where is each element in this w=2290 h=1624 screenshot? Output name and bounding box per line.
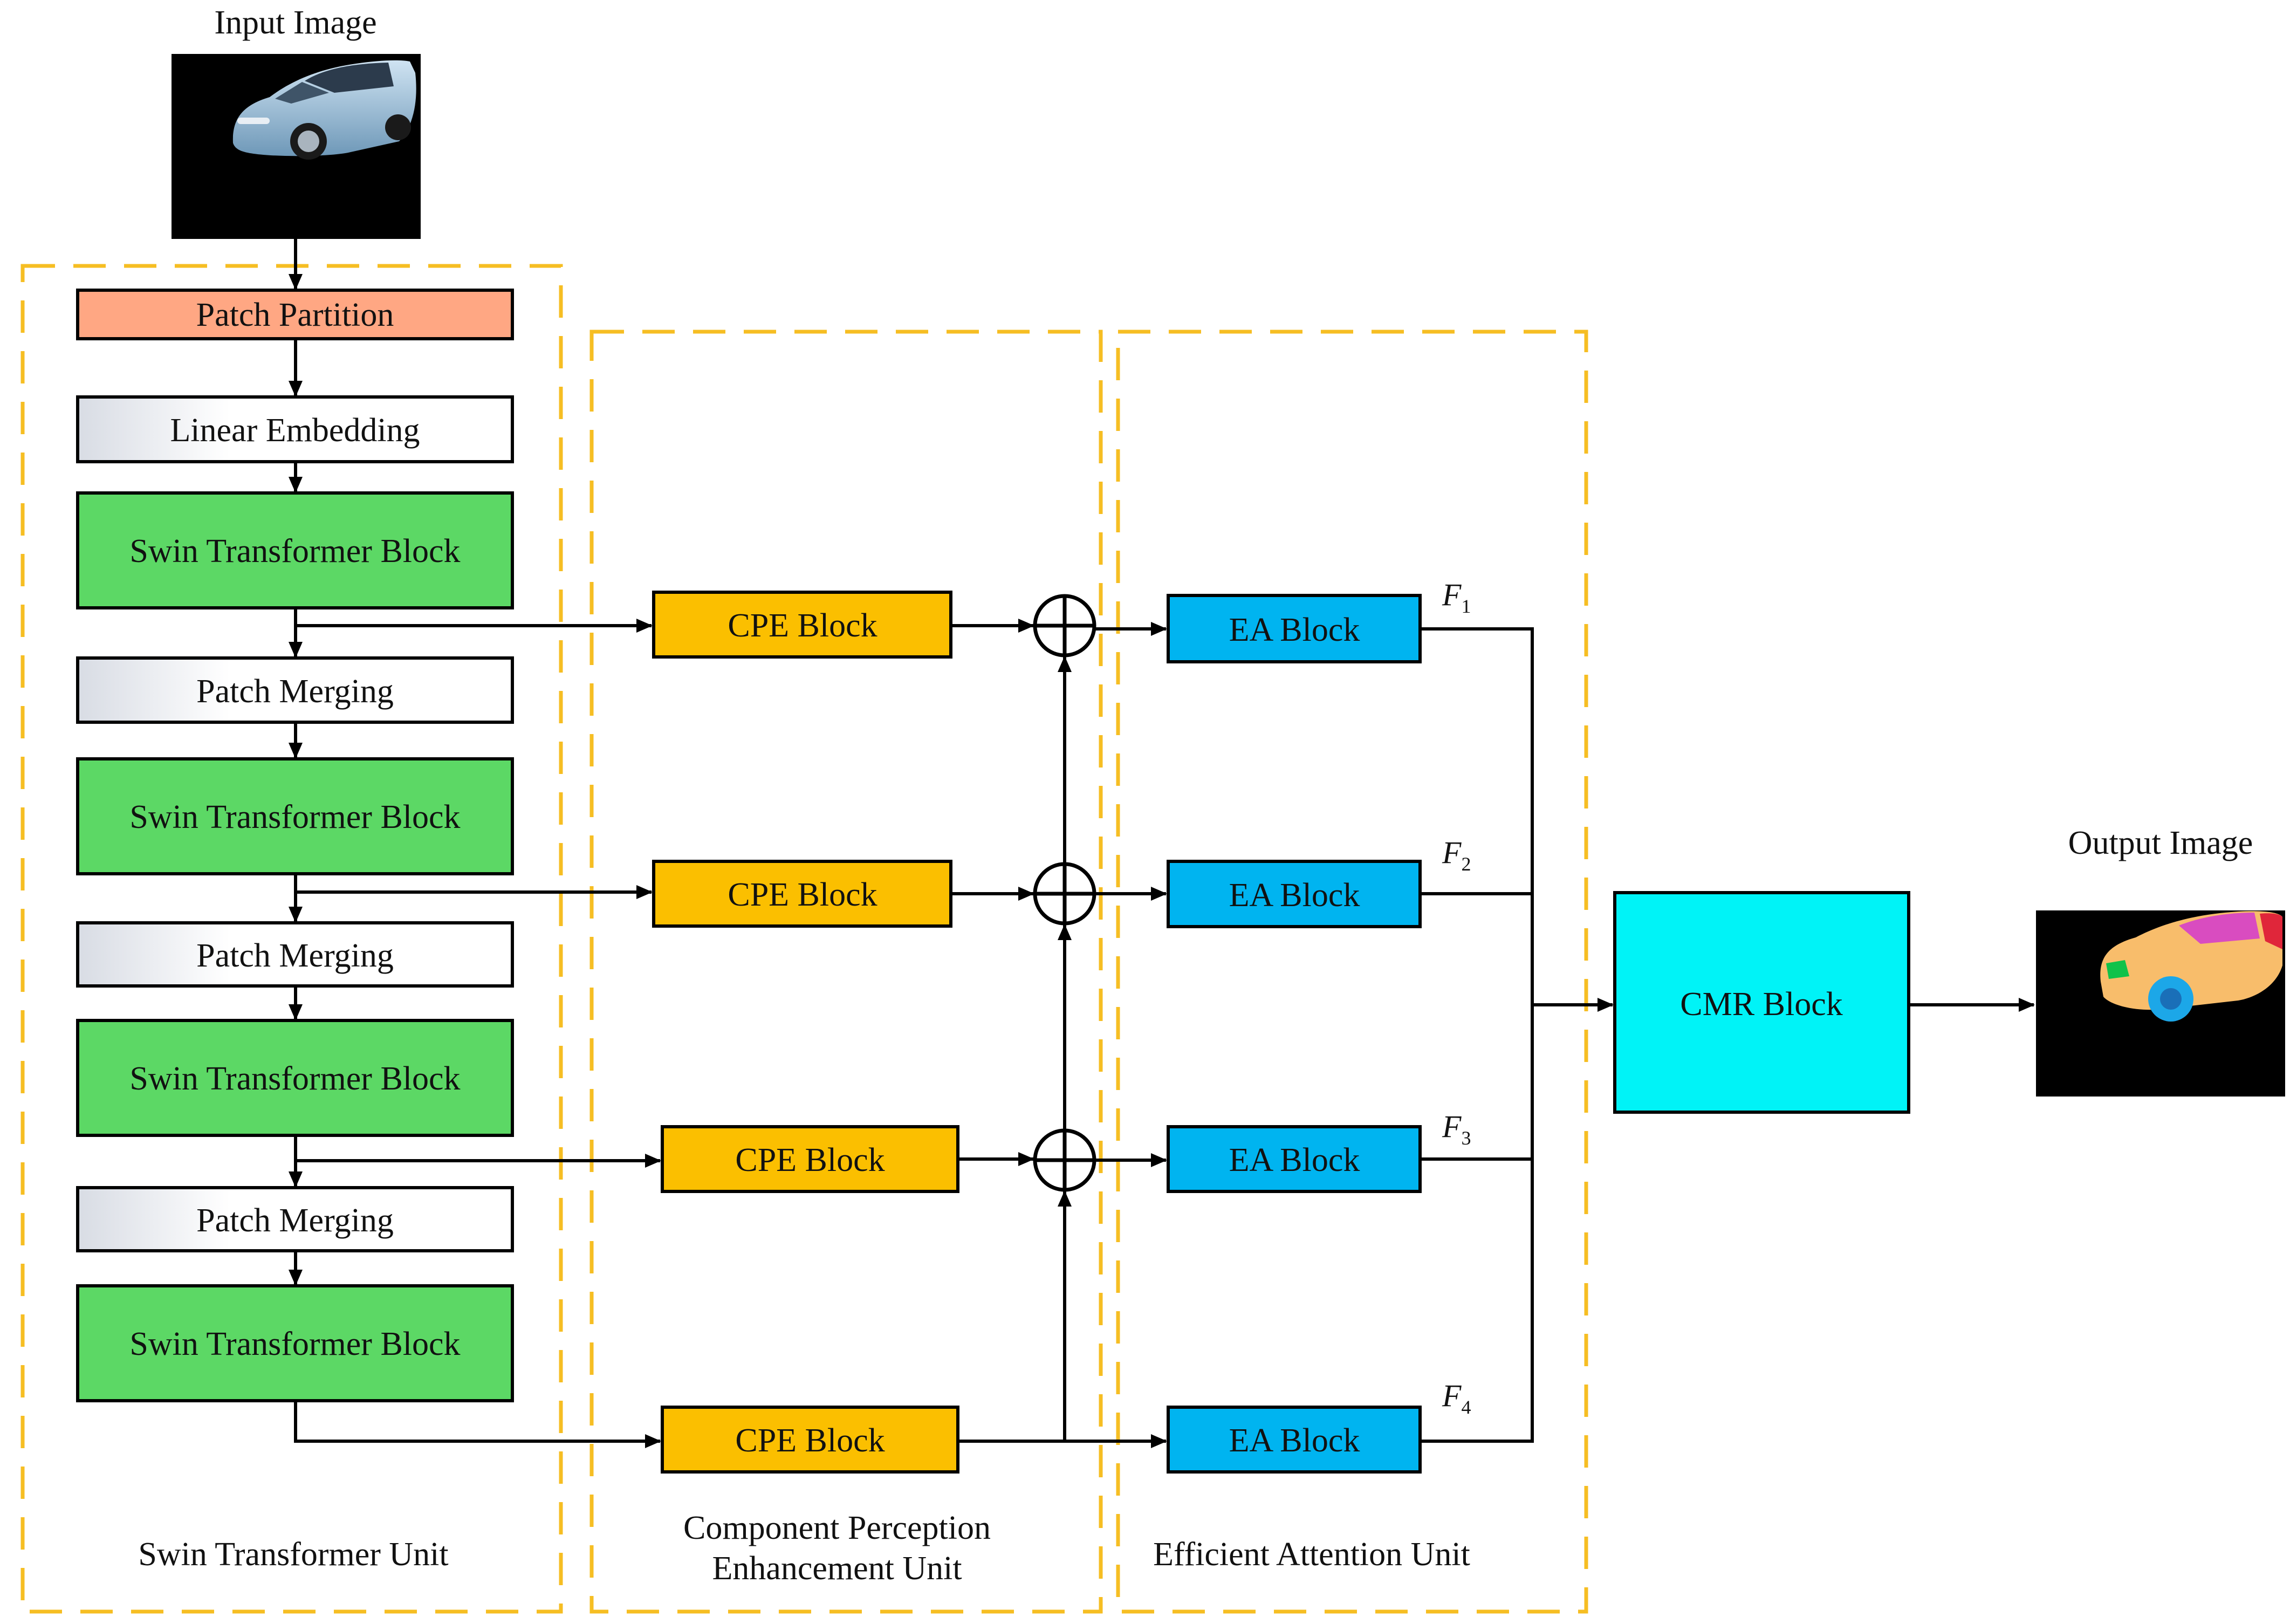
feature-letter: F [1442,577,1462,612]
output-image [2036,910,2285,1097]
ea-to-cmr-connector [1420,627,1614,1443]
patch-merging-1 [76,656,514,724]
cpe-unit-caption-line1: Component Perception [683,1510,991,1546]
swin-block-3-label: Swin Transformer Block [129,1060,460,1097]
feature-letter: F [1442,835,1462,870]
patch-partition-box [76,289,514,340]
patch-partition-label: Patch Partition [196,297,394,333]
output-image-label: Output Image [2068,825,2253,861]
cpe-block-1-label: CPE Block [728,607,877,644]
swin-block-4-label: Swin Transformer Block [129,1326,460,1362]
swin-block-3 [76,1019,514,1137]
ea-block-2 [1167,860,1422,928]
swin-block-2-label: Swin Transformer Block [129,799,460,835]
ea-block-3-label: EA Block [1229,1142,1360,1178]
feature-index: 2 [1461,853,1471,875]
swin-unit-border [20,264,563,1614]
feature-index: 4 [1461,1396,1471,1418]
swin-unit-caption: Swin Transformer Unit [138,1536,448,1573]
swin-block-4 [76,1284,514,1402]
cpe-block-4-label: CPE Block [735,1422,885,1459]
feature-label-2: F2 [1442,835,1471,875]
swin-block-1-label: Swin Transformer Block [129,533,460,570]
cmr-block-label: CMR Block [1680,986,1842,1023]
ea-unit-border [1116,330,1588,1614]
ea-block-1-label: EA Block [1229,612,1360,648]
swin-to-cpe-arrows [294,619,661,1448]
cpe-unit-border [589,330,1103,1614]
linear-embedding-label: Linear Embedding [170,412,420,449]
cpe-block-2 [652,860,952,928]
patch-merging-1-label: Patch Merging [196,673,394,710]
feature-index: 1 [1461,595,1471,617]
cmr-block [1613,891,1910,1114]
cpe-to-sum-arrows [951,619,1034,1166]
sum-node-3 [1033,1128,1096,1192]
ea-block-1 [1167,594,1422,663]
sum-node-1 [1033,594,1096,657]
feature-label-3: F3 [1442,1109,1471,1149]
feature-letter: F [1442,1109,1462,1144]
feature-letter: F [1442,1378,1462,1413]
input-image [172,54,421,239]
to-ea-arrows [958,622,1167,1448]
cpe-block-2-label: CPE Block [728,876,877,913]
input-image-label: Input Image [214,4,376,41]
linear-embedding-box [76,395,514,463]
feature-label-4: F4 [1442,1378,1471,1418]
cpe-unit-caption-line2: Enhancement Unit [712,1550,962,1587]
patch-merging-3-label: Patch Merging [196,1202,394,1239]
ea-unit-caption: Efficient Attention Unit [1153,1536,1470,1573]
sum-node-2 [1033,862,1096,926]
ea-block-4 [1167,1406,1422,1474]
cpe-block-4 [661,1406,959,1474]
cpe-block-3 [661,1125,959,1193]
ea-block-2-label: EA Block [1229,877,1360,914]
feature-index: 3 [1461,1127,1471,1149]
swin-block-1 [76,491,514,609]
ea-block-4-label: EA Block [1229,1422,1360,1459]
patch-merging-2-label: Patch Merging [196,937,394,974]
cpe-block-3-label: CPE Block [735,1142,885,1178]
feature-label-1: F1 [1442,577,1471,617]
cpe-block-1 [652,591,952,659]
